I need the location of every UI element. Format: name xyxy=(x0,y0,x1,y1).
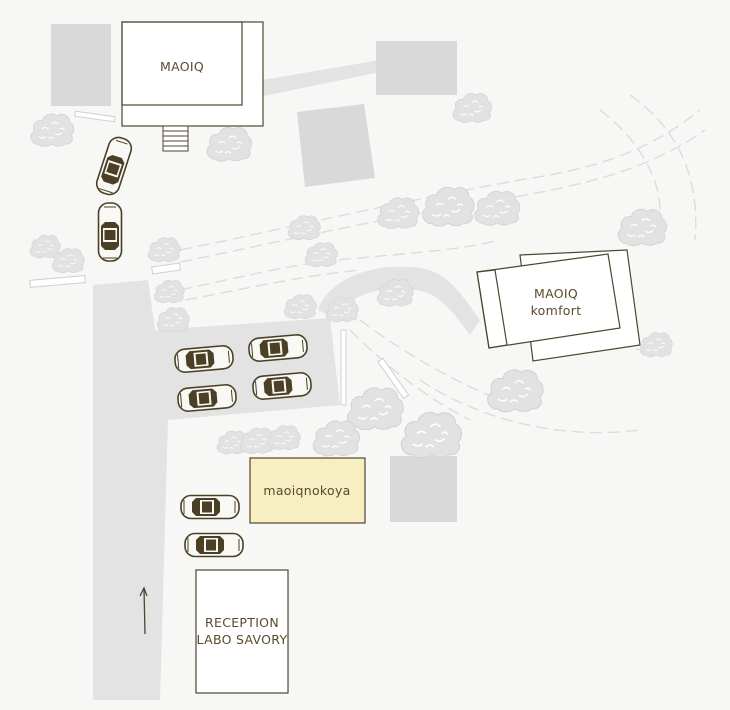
reception-label-line2: LABO SAVORY xyxy=(197,632,288,647)
maoiq-label: MAOIQ xyxy=(160,59,204,74)
komfort-label-line1: MAOIQ xyxy=(534,286,578,301)
stairs-icon xyxy=(162,125,189,152)
building-reception[interactable]: RECEPTION LABO SAVORY xyxy=(195,569,289,694)
gray-blocks xyxy=(51,24,457,522)
komfort-label-line2: komfort xyxy=(531,303,582,318)
building-maoiq[interactable]: MAOIQ xyxy=(121,21,264,127)
direction-arrow-icon xyxy=(139,586,148,635)
car-icon xyxy=(184,532,244,558)
car-icon xyxy=(176,383,238,413)
maoiqnokoya-label: maoiqnokoya xyxy=(263,483,350,498)
building-maoiqnokoya[interactable]: maoiqnokoya xyxy=(249,457,366,524)
car-icon xyxy=(247,333,309,363)
curbs xyxy=(29,110,410,406)
car-icon xyxy=(180,494,240,520)
building-maoiq-komfort[interactable]: MAOIQ komfort xyxy=(476,249,641,362)
car-icon xyxy=(173,344,235,374)
car-icon xyxy=(97,202,123,262)
car-icon xyxy=(251,371,313,401)
reception-label-line1: RECEPTION xyxy=(205,615,279,630)
